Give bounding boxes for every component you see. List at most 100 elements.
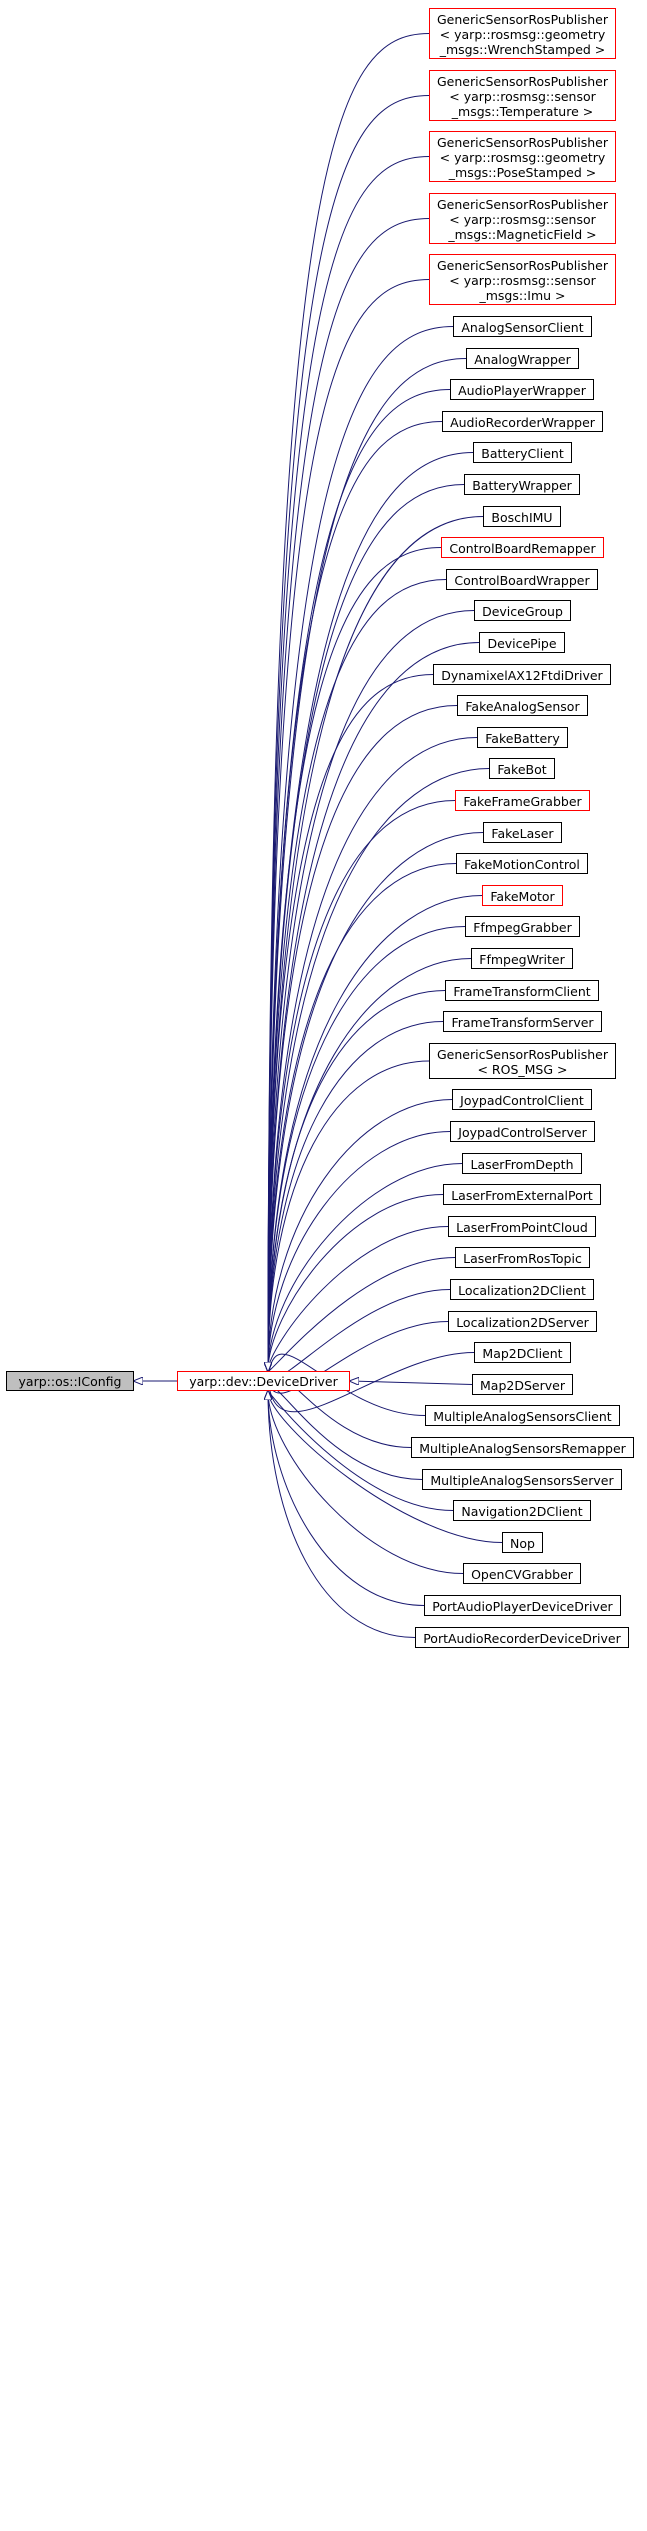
derived-class-label: FakeMotionControl	[464, 857, 580, 872]
derived-class-label: Localization2DClient	[458, 1283, 586, 1298]
derived-class-node[interactable]: FakeFrameGrabber	[455, 790, 590, 811]
inheritance-edge	[268, 768, 490, 1372]
derived-class-label: DevicePipe	[487, 636, 557, 651]
derived-class-node[interactable]: FakeAnalogSensor	[457, 695, 588, 716]
derived-class-label: < yarp::rosmsg::sensor	[449, 89, 596, 104]
inheritance-edge	[268, 1257, 456, 1372]
derived-class-label: JoypadControlServer	[458, 1125, 587, 1140]
derived-class-node[interactable]: Localization2DServer	[448, 1311, 597, 1332]
derived-class-label: _msgs::Imu >	[479, 288, 566, 303]
derived-class-label: MultipleAnalogSensorsClient	[433, 1409, 612, 1424]
inheritance-edge	[268, 1021, 444, 1372]
derived-class-label: GenericSensorRosPublisher	[437, 1047, 608, 1062]
derived-class-label: _msgs::Temperature >	[451, 104, 594, 119]
derived-class-node[interactable]: LaserFromPointCloud	[448, 1216, 596, 1237]
derived-class-node[interactable]: MultipleAnalogSensorsServer	[422, 1469, 622, 1490]
derived-class-node[interactable]: PortAudioRecorderDeviceDriver	[415, 1627, 629, 1648]
derived-class-node[interactable]: OpenCVGrabber	[463, 1563, 581, 1584]
derived-class-node[interactable]: BatteryClient	[473, 442, 572, 463]
derived-class-label: FakeLaser	[491, 826, 554, 841]
derived-class-label: DeviceGroup	[482, 604, 563, 619]
derived-class-node[interactable]: DevicePipe	[479, 632, 565, 653]
derived-class-label: < yarp::rosmsg::sensor	[449, 273, 596, 288]
derived-class-node[interactable]: AudioRecorderWrapper	[442, 411, 603, 432]
derived-class-node[interactable]: BoschIMU	[483, 506, 561, 527]
derived-class-node[interactable]: GenericSensorRosPublisher< yarp::rosmsg:…	[429, 193, 616, 244]
derived-class-node[interactable]: GenericSensorRosPublisher< yarp::rosmsg:…	[429, 8, 616, 59]
derived-class-label: FakeBattery	[485, 731, 560, 746]
inheritance-edge	[268, 95, 430, 1372]
derived-class-label: LaserFromPointCloud	[456, 1220, 588, 1235]
inheritance-edge	[268, 218, 430, 1372]
derived-class-label: AnalogSensorClient	[461, 320, 584, 335]
derived-class-label: < yarp::rosmsg::geometry	[439, 27, 606, 42]
inheritance-edge	[268, 1391, 503, 1543]
derived-class-label: GenericSensorRosPublisher	[437, 74, 608, 89]
derived-class-node[interactable]: DeviceGroup	[474, 600, 571, 621]
derived-class-node[interactable]: FakeMotionControl	[456, 853, 588, 874]
derived-class-label: PortAudioRecorderDeviceDriver	[423, 1631, 621, 1646]
derived-class-node[interactable]: FakeBot	[489, 758, 555, 779]
hub-class-node[interactable]: yarp::dev::DeviceDriver	[177, 1371, 350, 1391]
derived-class-node[interactable]: Navigation2DClient	[453, 1500, 591, 1521]
derived-class-node[interactable]: MultipleAnalogSensorsRemapper	[411, 1437, 634, 1458]
derived-class-node[interactable]: AnalogSensorClient	[453, 316, 592, 337]
derived-class-label: Map2DClient	[482, 1346, 563, 1361]
derived-class-label: AudioRecorderWrapper	[450, 415, 595, 430]
inheritance-edge	[268, 1391, 454, 1511]
derived-class-node[interactable]: DynamixelAX12FtdiDriver	[433, 664, 611, 685]
derived-class-node[interactable]: JoypadControlClient	[452, 1089, 592, 1110]
derived-class-node[interactable]: GenericSensorRosPublisher< yarp::rosmsg:…	[429, 254, 616, 305]
inheritance-edge	[268, 1163, 463, 1372]
inheritance-edge	[268, 642, 480, 1372]
derived-class-node[interactable]: GenericSensorRosPublisher< yarp::rosmsg:…	[429, 70, 616, 121]
derived-class-node[interactable]: FfmpegGrabber	[465, 916, 580, 937]
derived-class-node[interactable]: ControlBoardWrapper	[446, 569, 598, 590]
inheritance-edge	[268, 990, 446, 1372]
derived-class-label: GenericSensorRosPublisher	[437, 12, 608, 27]
derived-class-node[interactable]: BatteryWrapper	[464, 474, 580, 495]
derived-class-label: FfmpegWriter	[479, 952, 565, 967]
derived-class-label: LaserFromRosTopic	[463, 1251, 582, 1266]
inheritance-edge	[268, 484, 465, 1372]
derived-class-node[interactable]: Nop	[502, 1532, 543, 1553]
derived-class-node[interactable]: Map2DServer	[472, 1374, 573, 1395]
derived-class-node[interactable]: LaserFromRosTopic	[455, 1247, 590, 1268]
inheritance-edge	[268, 1060, 430, 1371]
derived-class-label: FrameTransformClient	[453, 984, 591, 999]
derived-class-node[interactable]: AnalogWrapper	[466, 348, 579, 369]
derived-class-node[interactable]: FrameTransformClient	[445, 980, 599, 1001]
derived-class-node[interactable]: FfmpegWriter	[471, 948, 573, 969]
inheritance-edge	[268, 1391, 416, 1638]
derived-class-node[interactable]: PortAudioPlayerDeviceDriver	[424, 1595, 621, 1616]
inheritance-edge	[268, 33, 430, 1372]
derived-class-node[interactable]: ControlBoardRemapper	[441, 537, 604, 558]
inheritance-edge	[268, 1391, 425, 1606]
derived-class-node[interactable]: FakeLaser	[483, 822, 562, 843]
derived-class-node[interactable]: FakeBattery	[477, 727, 568, 748]
derived-class-node[interactable]: Localization2DClient	[450, 1279, 594, 1300]
derived-class-node[interactable]: FakeMotor	[482, 885, 563, 906]
derived-class-node[interactable]: AudioPlayerWrapper	[450, 379, 594, 400]
derived-class-label: FakeFrameGrabber	[463, 794, 582, 809]
inheritance-edge	[268, 156, 430, 1372]
inheritance-edge	[268, 279, 430, 1372]
derived-class-node[interactable]: GenericSensorRosPublisher< ROS_MSG >	[429, 1043, 616, 1079]
derived-class-node[interactable]: LaserFromExternalPort	[443, 1184, 601, 1205]
derived-class-label: OpenCVGrabber	[471, 1567, 573, 1582]
derived-class-node[interactable]: FrameTransformServer	[443, 1011, 602, 1032]
derived-class-node[interactable]: JoypadControlServer	[450, 1121, 595, 1142]
derived-class-label: PortAudioPlayerDeviceDriver	[432, 1599, 613, 1614]
derived-class-node[interactable]: MultipleAnalogSensorsClient	[425, 1405, 620, 1426]
derived-class-label: Nop	[510, 1536, 535, 1551]
derived-class-label: BatteryClient	[481, 446, 564, 461]
derived-class-label: JoypadControlClient	[460, 1093, 584, 1108]
inheritance-edge	[268, 1289, 451, 1379]
derived-class-label: MultipleAnalogSensorsRemapper	[419, 1441, 626, 1456]
derived-class-label: DynamixelAX12FtdiDriver	[441, 668, 603, 683]
derived-class-node[interactable]: GenericSensorRosPublisher< yarp::rosmsg:…	[429, 131, 616, 182]
inheritance-edge	[268, 579, 447, 1372]
derived-class-node[interactable]: Map2DClient	[474, 1342, 571, 1363]
derived-class-node[interactable]: LaserFromDepth	[462, 1153, 582, 1174]
